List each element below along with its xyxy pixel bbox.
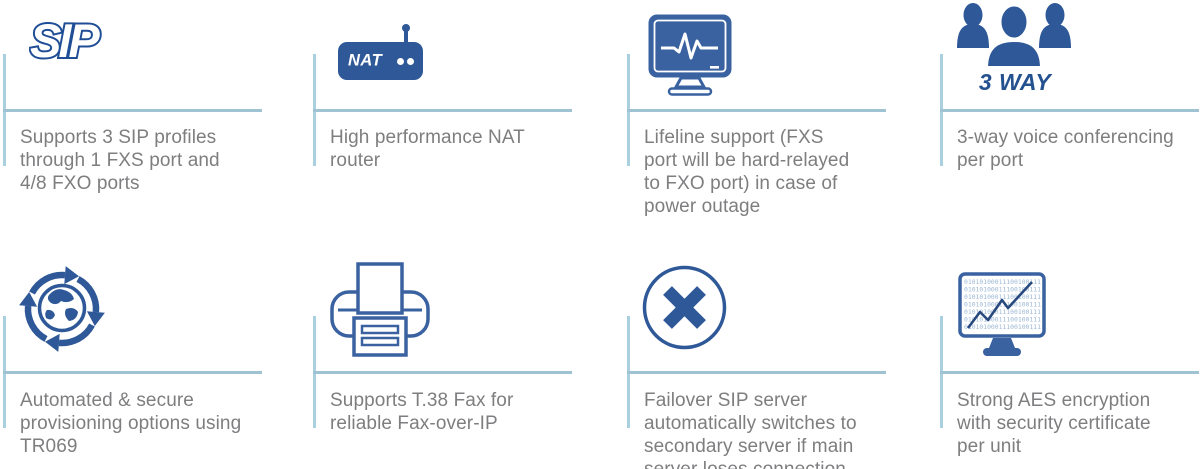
nat-router-icon: NAT [338, 24, 423, 80]
feature-text: Lifeline support (FXS port will be hard-… [644, 127, 850, 217]
feature-text: Automated & secure provisioning options … [20, 390, 242, 457]
conference-people-icon [954, 2, 1074, 73]
feature-text: High performance NAT router [330, 127, 525, 171]
encryption-monitor-icon: 0101010001110010011101 01010100011100100… [958, 272, 1046, 361]
binary-row: 0101010001110010011101 [964, 278, 1046, 286]
binary-row: 0101010001110010011101 [964, 308, 1046, 316]
failover-x-icon [642, 265, 727, 355]
three-way-label: 3 WAY [978, 69, 1052, 95]
feature-text: 3-way voice conferencing per port [957, 127, 1174, 171]
feature-text: Failover SIP server automatically switch… [644, 390, 857, 469]
binary-row: 0101010001110010011101 [964, 286, 1046, 294]
divider-horizontal [627, 109, 886, 112]
binary-row: 0101010001110010011101 [964, 293, 1046, 301]
router-led [397, 57, 404, 65]
feature-card-provisioning: Automated & secure provisioning options … [3, 240, 303, 469]
fax-printer-icon [330, 261, 430, 363]
binary-row: 0101010001110010011101 [964, 323, 1046, 331]
divider-horizontal [940, 371, 1199, 374]
feature-text: Supports T.38 Fax for reliable Fax-over-… [330, 390, 514, 434]
feature-card-failover: Failover SIP server automatically switch… [627, 240, 927, 469]
divider-horizontal [3, 109, 262, 112]
heartbeat-monitor-icon [648, 14, 732, 101]
feature-card-lifeline: Lifeline support (FXS port will be hard-… [627, 0, 927, 238]
feature-card-fax: Supports T.38 Fax for reliable Fax-over-… [313, 240, 613, 469]
sip-logo-text: SIP [30, 14, 100, 67]
feature-card-encryption: 0101010001110010011101 01010100011100100… [940, 240, 1200, 469]
router-led [407, 57, 414, 65]
divider-horizontal [3, 371, 262, 374]
antenna-dot [402, 24, 410, 32]
feature-text: Strong AES encryption with security cert… [957, 390, 1151, 457]
globe-sync-icon [16, 261, 108, 359]
divider-horizontal [627, 371, 886, 374]
sip-logo-icon: SIP [28, 12, 119, 73]
divider-horizontal [940, 109, 1199, 112]
divider-horizontal [313, 371, 572, 374]
feature-card-nat: NAT High performance NAT router [313, 0, 613, 238]
binary-row: 0101010001110010011101 [964, 301, 1046, 309]
feature-text: Supports 3 SIP profiles through 1 FXS po… [20, 127, 220, 194]
feature-card-conference: 3 WAY 3-way voice conferencing per port [940, 0, 1200, 238]
divider-horizontal [313, 109, 572, 112]
binary-row: 0101010001110010011101 [964, 316, 1046, 324]
feature-card-sip: SIP Supports 3 SIP profiles through 1 FX… [3, 0, 303, 238]
nat-label: NAT [348, 51, 383, 70]
antenna-stem [404, 31, 408, 43]
